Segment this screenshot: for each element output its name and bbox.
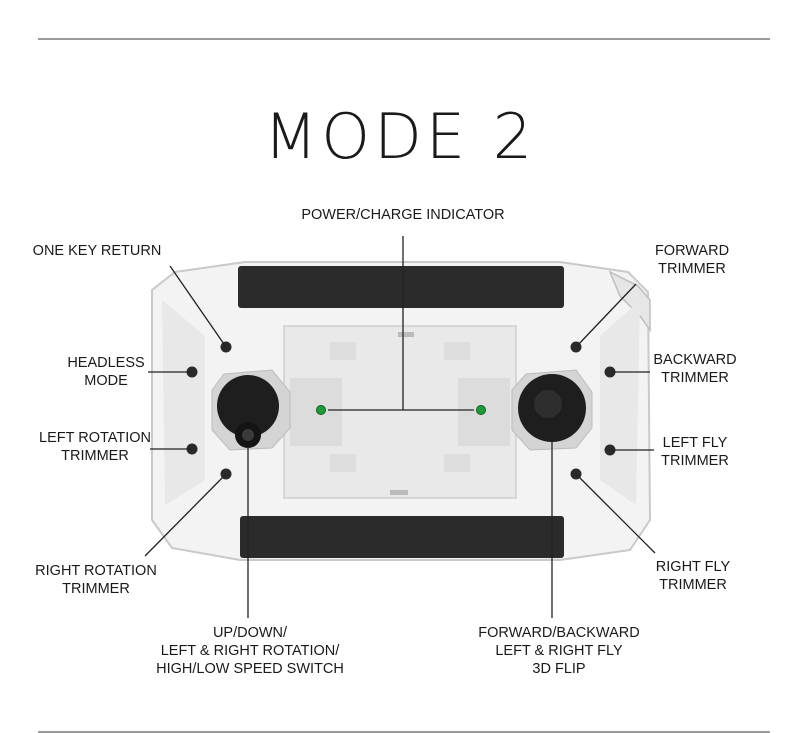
label-right-stick: FORWARD/BACKWARD LEFT & RIGHT FLY 3D FLI… (478, 625, 640, 677)
label-left-stick: UP/DOWN/ LEFT & RIGHT ROTATION/ HIGH/LOW… (156, 625, 344, 677)
label-right-fly-trimmer: RIGHT FLY TRIMMER (655, 559, 731, 593)
label-left-fly-trimmer: LEFT FLY TRIMMER (661, 435, 729, 469)
top-grip (238, 266, 564, 308)
bottom-divider (38, 731, 770, 733)
bottom-grip (240, 516, 564, 558)
label-backward-trimmer: BACKWARD TRIMMER (653, 352, 737, 386)
leader-lines (144, 236, 656, 618)
label-headless-mode: HEADLESS MODE (67, 355, 145, 389)
top-divider (38, 38, 770, 40)
power-indicator-left (316, 405, 326, 415)
page-title: MODE 2 (263, 100, 537, 173)
right-stick[interactable] (511, 369, 593, 451)
label-right-rotation-trimmer: RIGHT ROTATION TRIMMER (35, 563, 157, 597)
left-stick[interactable] (211, 369, 291, 451)
power-indicator-right (476, 405, 486, 415)
label-forward-trimmer: FORWARD TRIMMER (654, 243, 730, 277)
label-one-key-return: ONE KEY RETURN (32, 243, 162, 259)
label-power-indicator: POWER/CHARGE INDICATOR (301, 207, 505, 223)
label-left-rotation-trimmer: LEFT ROTATION TRIMMER (39, 430, 151, 464)
